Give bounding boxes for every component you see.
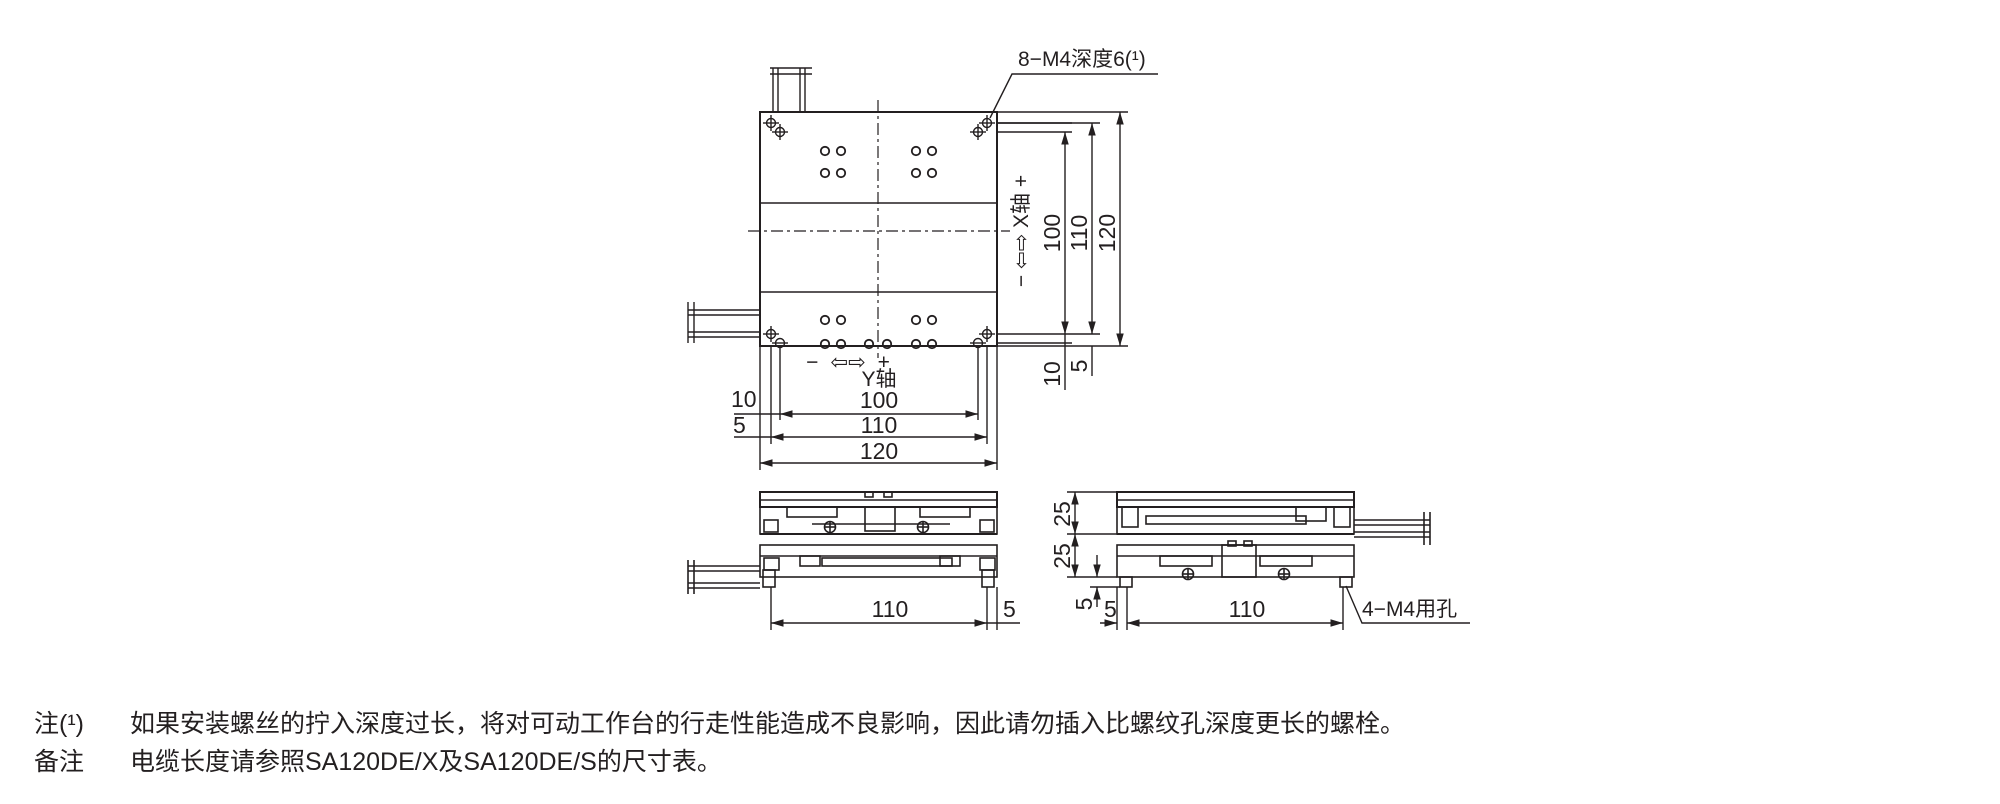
note-key: 备注 xyxy=(34,748,85,776)
side-dim-5-foot: 5 xyxy=(1071,598,1097,611)
hdim-10: 10 xyxy=(731,386,757,412)
note-row-caution: 注(¹) 如果安装螺丝的拧入深度过长，将对可动工作台的行走性能造成不良影响，因此… xyxy=(34,705,1405,743)
side-hole-callout: 4−M4用孔 xyxy=(1362,598,1457,621)
vdim-110: 110 xyxy=(1066,215,1092,252)
top-cable xyxy=(770,67,812,112)
front-dim-110: 110 xyxy=(872,596,909,622)
top-view xyxy=(687,67,1158,470)
horizontal-dimensions xyxy=(734,346,998,470)
notes: 注(¹) 如果安装螺丝的拧入深度过长，将对可动工作台的行走性能造成不良影响，因此… xyxy=(34,705,1405,781)
side-dim-5-offset: 5 xyxy=(1104,596,1117,622)
side-dim-110: 110 xyxy=(1229,596,1266,622)
svg-text:− ⇦⇨ X轴 +: − ⇦⇨ X轴 + xyxy=(1010,175,1033,287)
hdim-110: 110 xyxy=(861,412,898,438)
hole-callout-leader xyxy=(989,73,1158,119)
vertical-dimensions xyxy=(997,111,1128,390)
hdim-120: 120 xyxy=(860,438,898,464)
front-view xyxy=(687,491,1020,630)
vdim-100: 100 xyxy=(1039,214,1065,252)
y-axis-arrows: −⇦⇨+ xyxy=(806,351,890,374)
vdim-5: 5 xyxy=(1066,360,1092,373)
x-axis-label: − ⇦⇨ X轴 + xyxy=(1010,175,1033,287)
side-view xyxy=(1067,491,1470,630)
top-hole-callout: 8−M4深度6(¹) xyxy=(1018,48,1146,71)
hdim-100: 100 xyxy=(860,387,898,413)
note-text: 电缆长度请参照SA120DE/X及SA120DE/S的尺寸表。 xyxy=(130,748,722,776)
side-dim-25-upper: 25 xyxy=(1049,501,1075,527)
note-text: 如果安装螺丝的拧入深度过长，将对可动工作台的行走性能造成不良影响，因此请勿插入比… xyxy=(130,710,1406,738)
note-row-remark: 备注 电缆长度请参照SA120DE/X及SA120DE/S的尺寸表。 xyxy=(34,743,1405,781)
left-cable xyxy=(687,302,760,343)
hdim-5: 5 xyxy=(733,412,746,438)
screw-hole-groups xyxy=(819,145,938,350)
corner-holes xyxy=(763,115,995,349)
side-dim-25-lower: 25 xyxy=(1049,543,1075,569)
note-key: 注(¹) xyxy=(34,710,84,738)
front-dim-5: 5 xyxy=(1003,596,1016,622)
vdim-10: 10 xyxy=(1039,361,1065,387)
y-axis-label: Y轴 xyxy=(861,368,896,391)
vdim-120: 120 xyxy=(1094,214,1120,252)
